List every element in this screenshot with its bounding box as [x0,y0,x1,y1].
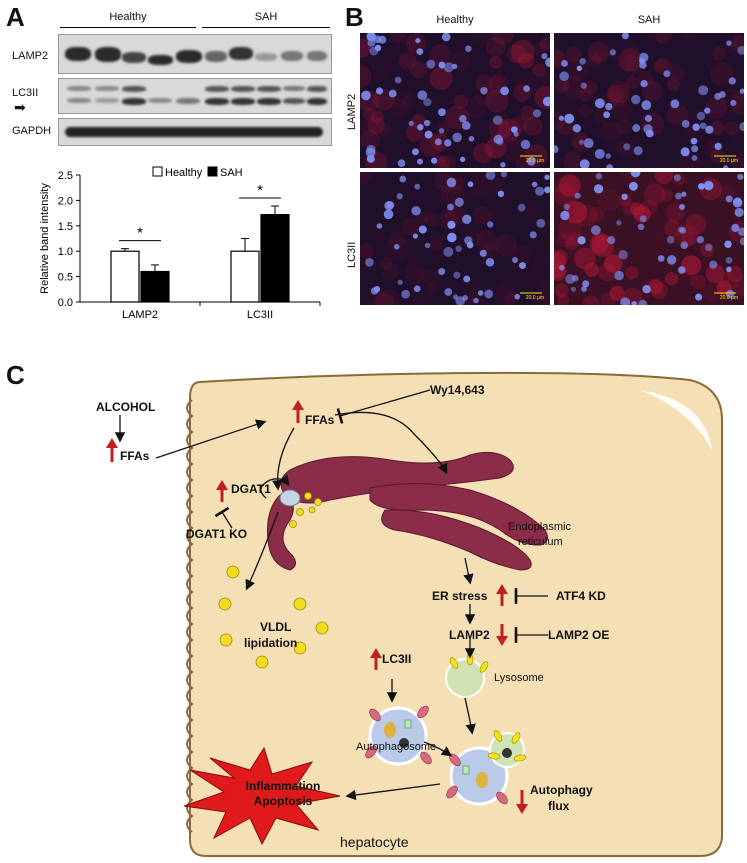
x-tick-label: LC3II [247,309,273,321]
label-er-1: Endoplasmic [508,521,571,533]
y-tick-label: 1.5 [58,221,73,233]
vldl-droplets [218,565,329,669]
bar-sah-lc3ii [260,214,290,303]
dgat1-enzyme [279,489,301,507]
panel-c-letter: C [6,360,25,390]
scale-bar-label: 20.0 µm [719,295,738,301]
blot-label-lamp2: LAMP2 [12,50,49,62]
sah-group-label: SAH [254,11,278,23]
y-tick-label: 2.0 [58,195,73,207]
legend-label-sah: SAH [220,167,243,179]
label-hepatocyte: hepatocyte [340,834,409,850]
label-lamp2: LAMP2 [449,628,490,642]
healthy-group-label: Healthy [109,11,147,23]
micro-row-lc3ii: LC3II [346,241,358,268]
scale-bar-label: 20.0 µm [525,158,544,164]
legend-swatch-sah [207,166,218,177]
label-dgat1: DGAT1 [231,482,271,496]
significance-star: * [257,182,263,199]
scale-bar-label: 20.0 µm [719,158,738,164]
micro-healthy-lamp2: 20.0 µm [360,33,550,168]
micro-col-healthy: Healthy [436,14,474,26]
label-atf4-kd: ATF4 KD [556,589,606,603]
y-tick-label: 1.0 [58,246,73,258]
label-flux: flux [548,799,570,813]
panel-a-letter: A [6,2,25,32]
y-tick-label: 0.0 [58,297,73,309]
micro-row-lamp2: LAMP2 [346,93,358,130]
bar-sah-lamp2 [140,270,170,303]
y-axis-label: Relative band intensity [39,183,51,294]
label-autophagosome: Autophagosome [356,741,437,753]
sah-group-line [202,27,330,28]
label-inflammation: Inflammation [245,779,321,793]
micro-healthy-lc3ii: 20.0 µm [360,172,550,305]
micro-sah-lamp2: 20.0 µm [554,33,744,168]
lysosome [445,652,489,698]
label-ffas-top: FFAs [305,413,335,427]
label-er-stress: ER stress [432,589,488,603]
bar-healthy-lamp2 [110,250,140,303]
hepatocyte-diagram [106,371,723,857]
label-lamp2-oe: LAMP2 OE [548,628,610,642]
label-dgat1-ko: DGAT1 KO [186,527,248,541]
label-er-2: reticulum [518,536,563,548]
autophagosome [365,705,432,766]
lamp2-blot [58,34,332,74]
label-lysosome: Lysosome [494,672,544,684]
significance-star: * [137,225,143,242]
label-apoptosis: Apoptosis [253,794,313,808]
y-tick-label: 0.5 [58,272,73,284]
endoplasmic-reticulum [267,451,549,571]
gapdh-blot [58,118,332,146]
y-tick-label: 2.5 [58,170,73,182]
x-tick-label: LAMP2 [122,309,158,321]
label-alcohol: ALCOHOL [96,400,156,414]
micro-sah-lc3ii: 20.0 µm [554,172,744,305]
autolysosome [446,730,527,806]
cell-membrane-wavy [186,399,194,833]
legend-swatch-healthy [152,166,163,177]
inflammation-burst [183,746,341,846]
label-ffas-left: FFAs [120,449,150,463]
label-vldl: VLDL [260,620,292,634]
lc3ii-blot [58,78,332,114]
bar-healthy-lc3ii [230,250,260,303]
blot-label-lc3ii: LC3II [12,87,39,99]
panel-b-letter: B [345,2,364,32]
cell-highlight [640,390,712,450]
healthy-group-line [60,27,196,28]
blot-label-gapdh: GAPDH [12,125,52,137]
band-arrow-icon: ➡ [14,99,26,115]
scale-bar-label: 20.0 µm [525,295,544,301]
micro-col-sah: SAH [637,14,661,26]
label-autophagy: Autophagy [530,783,593,797]
label-wy14643: Wy14,643 [430,383,485,397]
label-lipidation: lipidation [244,636,298,650]
legend-label-healthy: Healthy [165,167,203,179]
label-lc3ii: LC3II [382,652,412,666]
